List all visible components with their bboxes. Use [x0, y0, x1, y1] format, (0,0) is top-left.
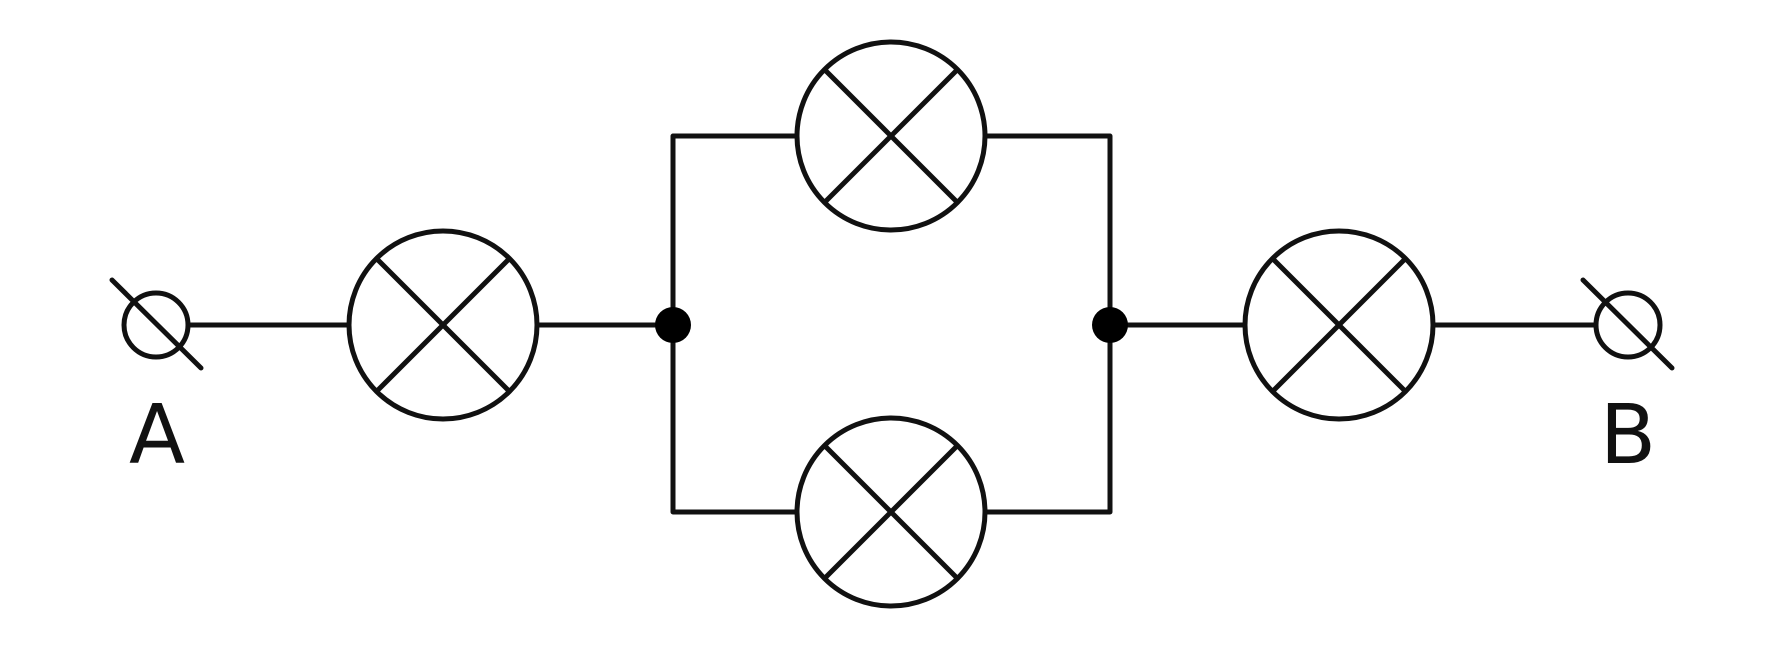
wire-top-branch-right: [982, 133, 1113, 328]
lamp-cross-line: [822, 67, 960, 205]
junction-left: [655, 307, 691, 343]
terminal-a: A: [109, 277, 204, 483]
wire-top-branch-left: [670, 133, 800, 328]
lamp-2: [794, 39, 988, 233]
lamp-cross-line: [1270, 256, 1408, 394]
wires: [167, 133, 1599, 515]
terminal-b: B: [1580, 277, 1675, 483]
junction-right: [1092, 307, 1128, 343]
lamp-1: [346, 228, 540, 422]
terminal-a-slash: [109, 277, 204, 371]
wire-bottom-branch-left: [670, 322, 800, 515]
lamp-cross-line: [374, 256, 512, 394]
terminal-b-label: B: [1600, 388, 1656, 483]
lamp-cross-line: [822, 443, 960, 581]
wire-bottom-branch-right: [982, 322, 1113, 515]
terminal-b-slash: [1580, 277, 1675, 371]
terminal-a-label: A: [129, 388, 185, 483]
lamp-4: [1242, 228, 1436, 422]
lamp-3: [794, 415, 988, 609]
